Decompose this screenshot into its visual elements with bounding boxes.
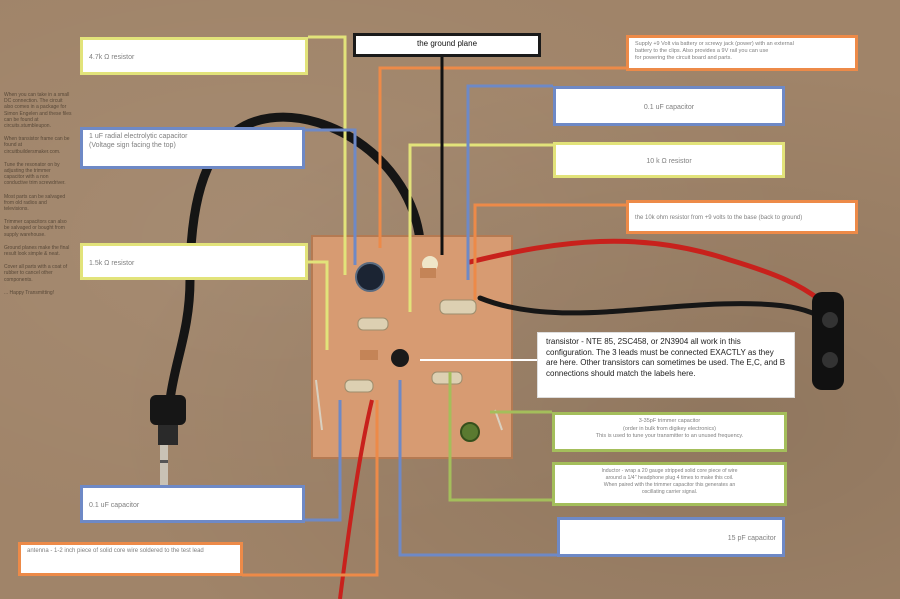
label-15pf-capacitor: 15 pF capacitor: [557, 517, 785, 557]
label-4-7k-resistor: 4.7k Ω resistor: [80, 37, 308, 75]
label-text: oscillating carrier signal.: [641, 489, 698, 495]
guide-blue-bottom-left: [305, 400, 342, 522]
resistor-2: [357, 317, 389, 331]
label-text: around a 1/4" headphone plug 4 times to …: [605, 475, 734, 481]
label-trimmer-capacitor: 3-35pF trimmer capacitor (order in bulk …: [552, 412, 787, 452]
label-antenna: antenna - 1-2 inch piece of solid core w…: [18, 542, 243, 576]
black-battery-wire: [477, 295, 825, 321]
label-0-1uf-capacitor-right: 0.1 uF capacitor: [553, 86, 785, 126]
resistor-1: [439, 299, 477, 315]
snap-terminal-top: [822, 312, 838, 328]
label-text: 0.1 uF capacitor: [89, 502, 140, 509]
label-text: 0.1 uF capacitor: [643, 104, 695, 111]
pcb-shade: [311, 235, 513, 459]
label-text: 1.5k Ω resistor: [89, 260, 135, 267]
guide-orange-antenna: [242, 400, 379, 577]
label-text: (order in bulk from digikey electronics): [623, 425, 716, 432]
label-text: antenna - 1-2 inch piece of solid core w…: [27, 548, 204, 554]
guide-yellow-right: [408, 143, 553, 312]
guide-blue-right-top: [466, 84, 553, 280]
guide-orange-right: [473, 203, 626, 300]
guide-orange-top-right: [378, 66, 626, 248]
guide-green-inductor: [448, 372, 552, 502]
label-text: (Voltage sign facing the top): [89, 141, 176, 149]
label-text: This is used to tune your transmitter to…: [595, 433, 744, 439]
plug-tip: [160, 445, 168, 487]
side-note: When transistor frame can be found at ci…: [4, 136, 70, 155]
label-text: the 10k ohm resistor from +9 volts to th…: [635, 215, 803, 221]
transistor-body: [391, 349, 409, 367]
label-text: Inductor - wrap a 20 gauge stripped soli…: [601, 468, 738, 474]
pcb-pad-2: [360, 350, 378, 360]
label-text: Supply +9 Volt via battery or screwy jac…: [635, 41, 794, 47]
label-base-resistor: the 10k ohm resistor from +9 volts to th…: [626, 200, 858, 234]
resistor-4: [344, 379, 374, 393]
label-inductor: Inductor - wrap a 20 gauge stripped soli…: [552, 462, 787, 506]
electrolytic-capacitor: [355, 262, 385, 292]
label-text: 3-35pF trimmer capacitor: [638, 418, 701, 424]
resistor-3: [431, 371, 463, 385]
side-note: Trimmer capacitors can also be salvaged …: [4, 219, 67, 238]
trimmer-capacitor: [460, 422, 480, 442]
label-ground-plane: the ground plane: [353, 33, 541, 57]
label-text: 15 pF capacitor: [727, 535, 776, 542]
side-note: Ground planes make the final result look…: [4, 244, 70, 258]
label-transistor: transistor - NTE 85, 2SC458, or 2N3904 a…: [537, 332, 795, 398]
guide-yellow-top-left: [308, 35, 347, 275]
pcb-pad-1: [420, 268, 436, 278]
label-1-5k-resistor: 1.5k Ω resistor: [80, 243, 308, 280]
guide-blue-electrolytic: [305, 128, 357, 265]
label-text: battery to the clips. Also provides a 9V…: [635, 48, 769, 54]
side-note: Most parts can be salvaged from old radi…: [4, 193, 66, 213]
label-electrolytic-capacitor: 1 uF radial electrolytic capacitor (Volt…: [80, 127, 305, 169]
plug-body: [150, 395, 186, 425]
label-text: for powering the circuit board and parts…: [635, 55, 732, 61]
side-notes: When you can take in a small DC connecti…: [4, 92, 72, 303]
bent-lead-1: [315, 379, 323, 431]
label-0-1uf-capacitor-left: 0.1 uF capacitor: [80, 485, 305, 523]
label-text: 10 k Ω resistor: [646, 158, 692, 165]
guide-yellow-mid-left: [308, 260, 329, 350]
side-note: Tune the resonator on by adjusting the t…: [4, 161, 66, 187]
label-text: 1 uF radial electrolytic capacitor: [89, 133, 188, 140]
plug-sleeve: [158, 425, 178, 445]
label-text: 4.7k Ω resistor: [89, 54, 135, 61]
plug-ring: [160, 460, 168, 463]
label-text: transistor - NTE 85, 2SC458, or 2N3904 a…: [546, 337, 786, 378]
label-text: the ground plane: [416, 39, 478, 48]
side-note: When you can take in a small DC connecti…: [4, 92, 72, 130]
side-note: ... Happy Transmitting!: [4, 289, 55, 296]
antenna-wire: [338, 399, 374, 599]
snap-terminal-bottom: [822, 352, 838, 368]
red-battery-wire: [467, 238, 823, 303]
side-note: Cover all parts with a coat of rubber to…: [4, 264, 68, 283]
pcb-board: [312, 236, 512, 458]
label-battery-supply: Supply +9 Volt via battery or screwy jac…: [626, 35, 858, 71]
guide-blue-bottom-right: [398, 380, 557, 557]
label-text: When paired with the trimmer capacitor t…: [603, 482, 736, 488]
battery-snap: [812, 292, 844, 390]
label-10k-resistor: 10 k Ω resistor: [553, 142, 785, 178]
